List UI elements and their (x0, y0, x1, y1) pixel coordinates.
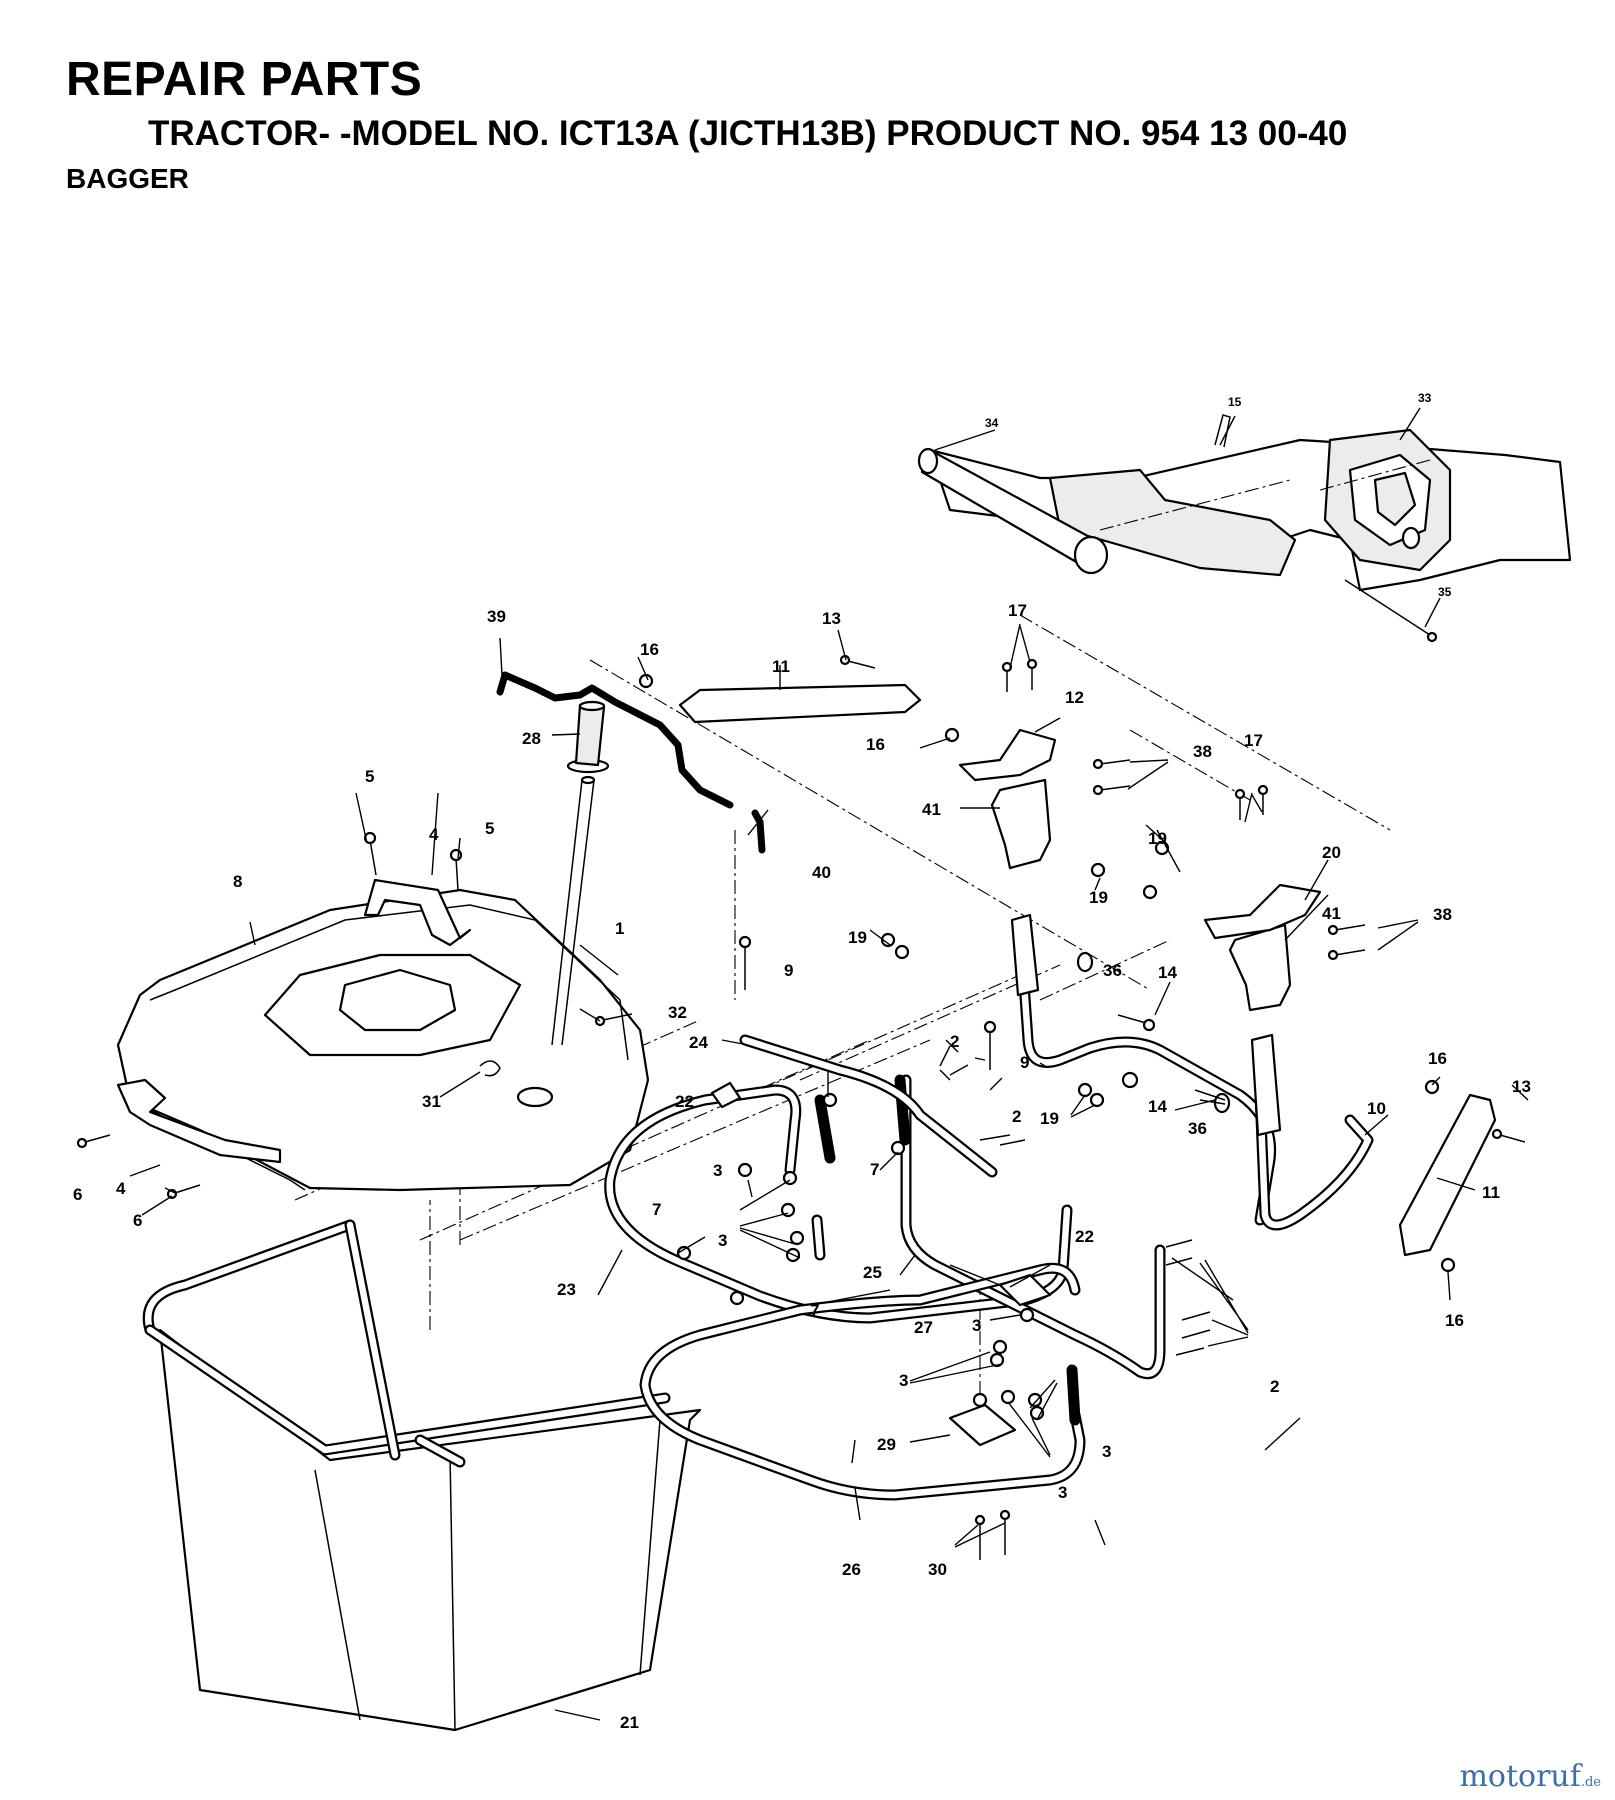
callout-29: 29 (877, 1435, 896, 1454)
callout-41b: 41 (1322, 904, 1341, 923)
callout-19c: 19 (848, 928, 867, 947)
callout-11a: 11 (772, 657, 790, 676)
page-title: REPAIR PARTS (66, 53, 423, 106)
callout-4a: 4 (429, 825, 439, 844)
callout-8: 8 (233, 872, 242, 891)
callout-21: 21 (620, 1713, 639, 1732)
callout-9b: 9 (1020, 1053, 1029, 1072)
callout-39: 39 (487, 607, 506, 626)
callout-13a: 13 (822, 609, 841, 628)
callout-22b: 22 (1075, 1227, 1094, 1246)
callout-2b: 2 (1012, 1107, 1021, 1126)
callout-4b: 4 (116, 1179, 126, 1198)
callout-17b: 17 (1244, 731, 1263, 750)
callout-2c: 2 (1270, 1377, 1279, 1396)
callout-28: 28 (522, 729, 541, 748)
callout-14a: 14 (1158, 963, 1177, 982)
callout-10: 10 (1367, 1099, 1386, 1118)
callout-16b: 16 (866, 735, 885, 754)
callout-16c: 16 (1428, 1049, 1447, 1068)
callout-34: 34 (985, 416, 999, 430)
callout-33: 33 (1418, 391, 1432, 405)
callout-24: 24 (689, 1033, 708, 1052)
handle-part-4-top (363, 878, 472, 947)
plate-part-29 (948, 1403, 1017, 1447)
bracket-part-12 (958, 728, 1057, 782)
callout-5b: 5 (485, 819, 494, 838)
adapter-part-10 (1010, 913, 1374, 1231)
callout-11b: 11 (1482, 1183, 1500, 1202)
callout-13b: 13 (1512, 1077, 1531, 1096)
frame-part-26 (639, 1262, 1086, 1501)
section-label: BAGGER (66, 163, 189, 194)
callout-3d: 3 (899, 1371, 908, 1390)
callout-5a: 5 (365, 767, 374, 786)
callout-7a: 7 (818, 1110, 827, 1129)
bracket-part-11-top (678, 683, 922, 724)
callout-27: 27 (914, 1318, 933, 1337)
callout-12: 12 (1065, 688, 1084, 707)
callout-3c: 3 (972, 1316, 981, 1335)
callout-19a: 19 (1148, 829, 1167, 848)
leader-lines (129, 407, 1529, 1721)
callout-15: 15 (1228, 395, 1242, 409)
callout-6b: 6 (133, 1211, 142, 1230)
callout-3f: 3 (1058, 1483, 1067, 1502)
rod-part-24 (739, 1034, 998, 1178)
bag-frame-part-21 (142, 1219, 702, 1732)
callout-3e: 3 (1102, 1442, 1111, 1461)
bracket-part-20 (1203, 883, 1322, 940)
callout-17a: 17 (1008, 601, 1027, 620)
callout-2a: 2 (950, 1032, 959, 1051)
callout-36a: 36 (1103, 961, 1122, 980)
handle-part-4-side (116, 1078, 282, 1164)
callout-7d: 7 (810, 1301, 819, 1320)
callout-19b: 19 (1089, 888, 1108, 907)
callout-7b: 7 (870, 1160, 879, 1179)
callout-41a: 41 (922, 800, 941, 819)
callout-16d: 16 (1445, 1311, 1464, 1330)
callout-22a: 22 (675, 1092, 694, 1111)
callout-38a: 38 (1193, 742, 1212, 761)
callout-3b: 3 (718, 1231, 727, 1250)
bracket-part-41-right (1228, 923, 1292, 1012)
callout-40: 40 (812, 863, 831, 882)
frame-part-25 (814, 1074, 1166, 1380)
callout-38b: 38 (1433, 905, 1452, 924)
callout-numbers: 39 16 11 13 17 12 16 28 38 17 41 5 4 5 4… (73, 391, 1531, 1732)
callout-23: 23 (557, 1280, 576, 1299)
callout-32: 32 (668, 1003, 687, 1022)
callout-30: 30 (928, 1560, 947, 1579)
callout-1: 1 (615, 919, 624, 938)
callout-14b: 14 (1148, 1097, 1167, 1116)
callout-36b: 36 (1188, 1119, 1207, 1138)
rod-part-39 (496, 671, 766, 854)
callout-31: 31 (422, 1092, 441, 1111)
callout-25: 25 (863, 1263, 882, 1282)
bracket-part-22-upper (710, 1081, 742, 1109)
tractor-hitch-assembly (917, 414, 1572, 643)
bracket-part-11-side (1398, 1093, 1497, 1257)
callout-26: 26 (842, 1560, 861, 1579)
bracket-part-41-left (990, 778, 1052, 870)
callout-16a: 16 (640, 640, 659, 659)
callout-3a: 3 (713, 1161, 722, 1180)
model-subtitle: TRACTOR- -MODEL NO. ICT13A (JICTH13B) PR… (148, 114, 1348, 153)
bracket-part-22-lower (998, 1273, 1052, 1307)
watermark-logo: motoruf.de (1459, 1759, 1601, 1794)
callout-20: 20 (1322, 843, 1341, 862)
callout-9a: 9 (784, 961, 793, 980)
callout-19d: 19 (1040, 1109, 1059, 1128)
bag-cover-part-8 (116, 888, 650, 1192)
callout-7c: 7 (652, 1200, 661, 1219)
lift-rod-part-1 (551, 700, 610, 1046)
callout-35: 35 (1438, 585, 1452, 599)
callout-6a: 6 (73, 1185, 82, 1204)
